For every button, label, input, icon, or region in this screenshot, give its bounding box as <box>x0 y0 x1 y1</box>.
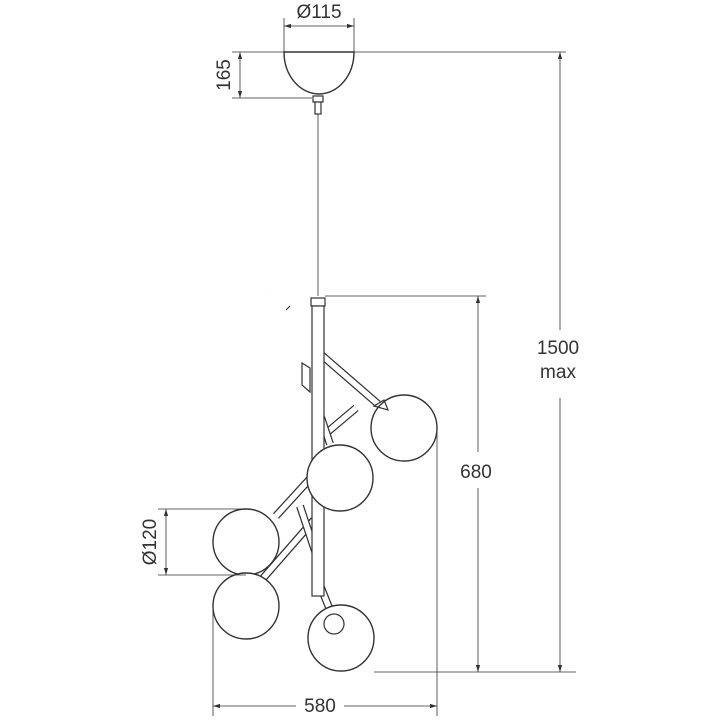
dim-body-height: 680 <box>325 295 492 672</box>
globe-1 <box>370 394 438 462</box>
dim-canopy-height-label: 165 <box>214 59 235 91</box>
globe-4 <box>212 572 280 640</box>
central-stem <box>310 297 326 597</box>
globe-2 <box>306 444 374 512</box>
dim-canopy-diameter: Ø115 <box>283 2 355 52</box>
globe-5-socket <box>323 613 345 635</box>
dim-body-height-label: 680 <box>460 462 492 483</box>
branch-top-left <box>263 289 319 341</box>
branch-upper-right <box>301 348 381 408</box>
dim-total-height-value: 1500 <box>537 338 579 359</box>
dim-total-height: 1500 max <box>354 51 579 673</box>
dim-total-width: 580 <box>212 428 438 717</box>
dim-globe-diameter: Ø120 <box>140 508 246 576</box>
canopy <box>283 51 355 115</box>
globe-1-socket <box>372 399 390 411</box>
dim-canopy-height: 165 <box>214 51 312 99</box>
globe-5 <box>307 604 375 672</box>
dim-total-height-suffix: max <box>540 362 576 383</box>
dim-canopy-diameter-label: Ø115 <box>296 2 341 23</box>
dim-globe-diameter-label: Ø120 <box>140 519 161 565</box>
lamp-body <box>212 289 438 672</box>
globe-3 <box>212 508 280 576</box>
dim-total-width-label: 580 <box>304 696 336 717</box>
